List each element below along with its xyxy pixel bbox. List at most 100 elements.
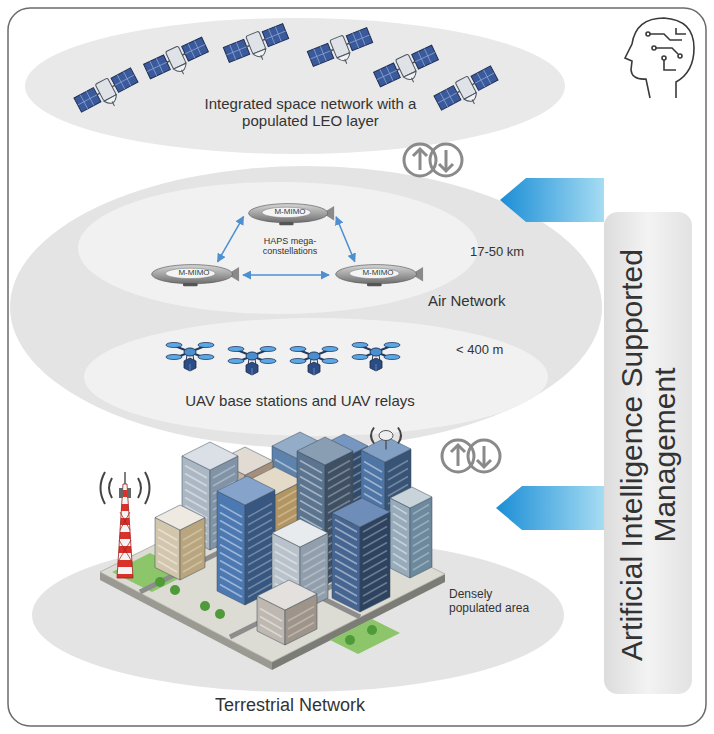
building-roof (155, 505, 205, 530)
ai-management-bar: Artificial Intelligence Supported Manage… (604, 212, 692, 694)
haps-blimp: M-MIMO (148, 263, 240, 287)
ellipse-fill (10, 166, 602, 448)
window-row (158, 529, 177, 540)
building (257, 580, 317, 645)
window-row (248, 568, 272, 582)
window-row (248, 520, 272, 534)
window-row (288, 607, 314, 622)
window-row (413, 561, 429, 571)
window-row (260, 609, 282, 622)
blimp-gondola (279, 222, 293, 225)
outer-frame (8, 8, 706, 726)
window-row (393, 538, 407, 547)
window-row (363, 527, 387, 541)
window-row (363, 543, 387, 557)
window-row (393, 506, 407, 515)
window-row (278, 489, 300, 502)
window-row (393, 562, 407, 571)
window-row (363, 519, 387, 533)
window-row (413, 545, 429, 555)
building-roof (257, 580, 317, 610)
window-row (248, 528, 272, 542)
window-row (248, 504, 272, 518)
haps-blimp: M-MIMO (332, 263, 424, 287)
building (390, 487, 432, 578)
blimp-gondola (367, 283, 382, 286)
building-roof (272, 519, 328, 547)
window-row (363, 535, 387, 549)
building (155, 505, 205, 580)
window-row (300, 461, 322, 474)
window-row (328, 461, 350, 474)
layer-title: Terrestrial Network (170, 695, 410, 716)
ellipse-fill (32, 538, 564, 692)
haps-ellipse: HAPS mega-constellationsM-MIMOM-MIMOM-MI… (78, 182, 478, 314)
haps-blimp: M-MIMO (245, 202, 335, 226)
blimp-label: M-MIMO (332, 263, 424, 283)
building-face (245, 490, 275, 605)
altitude-label: < 400 m (456, 343, 528, 358)
window-row (413, 529, 429, 539)
window-row (393, 554, 407, 563)
window-row (393, 514, 407, 523)
window-row (363, 583, 387, 597)
window-row (248, 560, 272, 574)
uav-ellipse: UAV base stations and UAV relays < 400 m (84, 318, 548, 436)
area-label: Densely populated area (449, 588, 539, 616)
bar-fill (604, 212, 692, 694)
window-row (363, 591, 387, 605)
window-row (248, 552, 272, 566)
blimp-label: M-MIMO (245, 202, 335, 222)
air-layer-ellipse: Air NetworkHAPS mega-constellationsM-MIM… (10, 166, 602, 448)
window-row (303, 544, 325, 557)
window-row (288, 615, 314, 630)
window-row (213, 466, 235, 479)
window-row (248, 512, 272, 526)
space-layer-ellipse-outline (25, 18, 565, 154)
building-face (410, 497, 432, 578)
group-label: HAPS mega-constellations (242, 236, 338, 257)
space-layer-ellipse: Integrated space network with a populate… (25, 18, 565, 154)
blimp-gondola (183, 283, 198, 286)
window-row (413, 521, 429, 531)
building-face (332, 513, 360, 612)
building-face (217, 491, 245, 605)
terrestrial-ellipse: Densely populated areaTerrestrial Networ… (32, 538, 564, 692)
building (217, 476, 275, 605)
layer-title: UAV base stations and UAV relays (165, 392, 435, 409)
window-row (248, 536, 272, 550)
bar-title: Artificial Intelligence Supported Manage… (615, 240, 681, 670)
window-row (248, 544, 272, 558)
window-row (364, 462, 382, 473)
ellipse-fill (78, 182, 478, 314)
window-row (393, 530, 407, 539)
terrestrial-ellipse-outline (32, 538, 564, 692)
window-row (275, 544, 297, 557)
window-row (363, 551, 387, 565)
ai-head-icon (625, 18, 694, 98)
building-face (390, 498, 410, 578)
window-row (413, 505, 429, 515)
window-row (363, 575, 387, 589)
window-row (413, 537, 429, 547)
building-roof (182, 442, 238, 470)
building-roof (390, 487, 432, 508)
ellipse-fill (84, 318, 548, 436)
ellipse-fill (25, 18, 565, 154)
window-row (220, 505, 242, 518)
window-row (363, 559, 387, 573)
window-row (183, 529, 202, 540)
uav-ellipse-outline (84, 318, 548, 436)
layer-title: Air Network (428, 292, 528, 309)
building-roof (297, 437, 353, 465)
building-roof (217, 476, 275, 505)
window-row (185, 466, 207, 479)
layer-title: Integrated space network with a populate… (203, 95, 418, 130)
window-row (413, 513, 429, 523)
building (332, 498, 390, 612)
window-row (393, 522, 407, 531)
altitude-label: 17-50 km (470, 245, 540, 260)
window-row (388, 461, 408, 473)
building-face (360, 512, 390, 612)
